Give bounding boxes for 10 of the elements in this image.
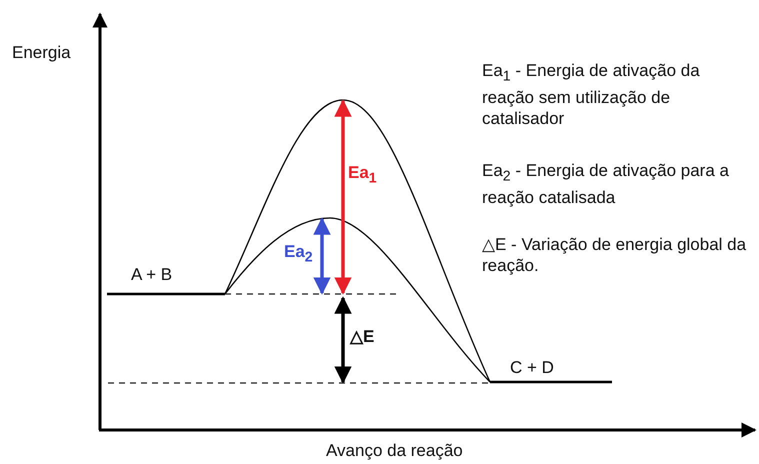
dimension-label: Ea$_{1}$ <box>348 162 377 188</box>
dimension-label: △E <box>350 326 374 347</box>
axis-title: Avanço da reação <box>326 440 463 461</box>
dimension-label: Ea$_{2}$ <box>284 241 313 268</box>
state-label: A + B <box>131 264 172 285</box>
state-label: C + D <box>510 357 554 378</box>
legend-note: △E - Variação de energia global da reação. <box>482 234 747 276</box>
legend-note: Ea$_{1}$ - Energia de ativação da reação sem utilização de catalisador <box>482 60 701 130</box>
legend-note: Ea$_{2}$ - Energia de ativação para a reação catalisada <box>482 160 730 208</box>
axis-title: Energia <box>12 42 71 63</box>
